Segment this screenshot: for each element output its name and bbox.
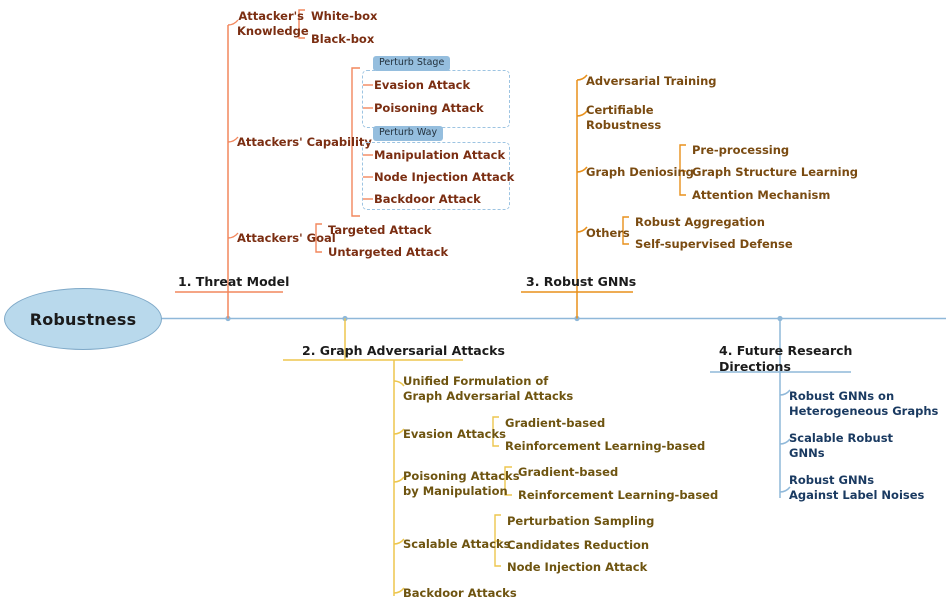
node-others[interactable]: Others — [586, 226, 630, 240]
node-graph-structure-learning[interactable]: Graph Structure Learning — [692, 165, 859, 179]
node-evasion-gradient-based[interactable]: Gradient-based — [505, 416, 606, 430]
node-robust-aggregation[interactable]: Robust Aggregation — [635, 215, 765, 229]
node-graph-deniosing[interactable]: Graph Deniosing — [586, 165, 694, 179]
node-poisoning-attack[interactable]: Poisoning Attack — [374, 101, 484, 115]
node-node-injection-attack[interactable]: Node Injection Attack — [374, 170, 515, 184]
node-attackers-knowledge[interactable]: Attacker's Knowledge — [237, 9, 309, 38]
node-poisoning-gradient-based[interactable]: Gradient-based — [518, 465, 619, 479]
root-node[interactable]: Robustness — [4, 288, 162, 350]
node-self-supervised-defense[interactable]: Self-supervised Defense — [635, 237, 793, 251]
node-backdoor-attack[interactable]: Backdoor Attack — [374, 192, 481, 206]
node-candidates-reduction[interactable]: Candidates Reduction — [507, 538, 650, 552]
node-robust-gnns-heterogeneous[interactable]: Robust GNNs on Heterogeneous Graphs — [789, 389, 939, 418]
node-evasion-attack[interactable]: Evasion Attack — [374, 78, 471, 92]
branch-title-robust-gnns[interactable]: 3. Robust GNNs — [526, 274, 637, 289]
spine-node-4 — [777, 315, 783, 322]
node-attention-mechanism[interactable]: Attention Mechanism — [692, 188, 831, 202]
node-backdoor-attacks[interactable]: Backdoor Attacks — [403, 586, 517, 600]
node-targeted-attack[interactable]: Targeted Attack — [328, 223, 432, 237]
spine-node-3 — [574, 315, 580, 322]
group-box-perturb-way — [362, 142, 510, 210]
node-manipulation-attack[interactable]: Manipulation Attack — [374, 148, 506, 162]
branch-title-threat-model[interactable]: 1. Threat Model — [178, 274, 290, 289]
node-evasion-attacks[interactable]: Evasion Attacks — [403, 427, 506, 441]
group-tag-perturb-stage: Perturb Stage — [373, 56, 451, 71]
node-adversarial-training[interactable]: Adversarial Training — [586, 74, 717, 88]
node-unified-formulation[interactable]: Unified Formulation of Graph Adversarial… — [403, 374, 574, 403]
branch-title-future-research-directions[interactable]: 4. Future Research Directions — [719, 343, 853, 374]
branch-title-graph-adversarial-attacks[interactable]: 2. Graph Adversarial Attacks — [302, 343, 505, 358]
node-scalable-node-injection-attack[interactable]: Node Injection Attack — [507, 560, 648, 574]
spine-node-1 — [225, 315, 231, 322]
node-poisoning-rl-based[interactable]: Reinforcement Learning-based — [518, 488, 719, 502]
node-certifiable-robustness[interactable]: Certifiable Robustness — [586, 103, 662, 132]
node-untargeted-attack[interactable]: Untargeted Attack — [328, 245, 449, 259]
node-black-box[interactable]: Black-box — [311, 32, 375, 46]
node-perturbation-sampling[interactable]: Perturbation Sampling — [507, 514, 655, 528]
node-attackers-goal[interactable]: Attackers' Goal — [237, 231, 336, 245]
node-attackers-capability[interactable]: Attackers' Capability — [237, 135, 372, 149]
node-poisoning-attacks-by-manipulation[interactable]: Poisoning Attacks by Manipulation — [403, 469, 520, 498]
node-scalable-attacks[interactable]: Scalable Attacks — [403, 537, 511, 551]
node-evasion-rl-based[interactable]: Reinforcement Learning-based — [505, 439, 706, 453]
node-scalable-robust-gnns[interactable]: Scalable Robust GNNs — [789, 431, 894, 460]
node-robust-gnns-label-noises[interactable]: Robust GNNs Against Label Noises — [789, 473, 925, 502]
node-pre-processing[interactable]: Pre-processing — [692, 143, 790, 157]
branch-2-links — [283, 318, 463, 596]
spine-node-2 — [342, 315, 348, 322]
group-tag-perturb-way: Perturb Way — [373, 126, 444, 141]
root-label: Robustness — [29, 309, 137, 329]
node-white-box[interactable]: White-box — [311, 9, 378, 23]
